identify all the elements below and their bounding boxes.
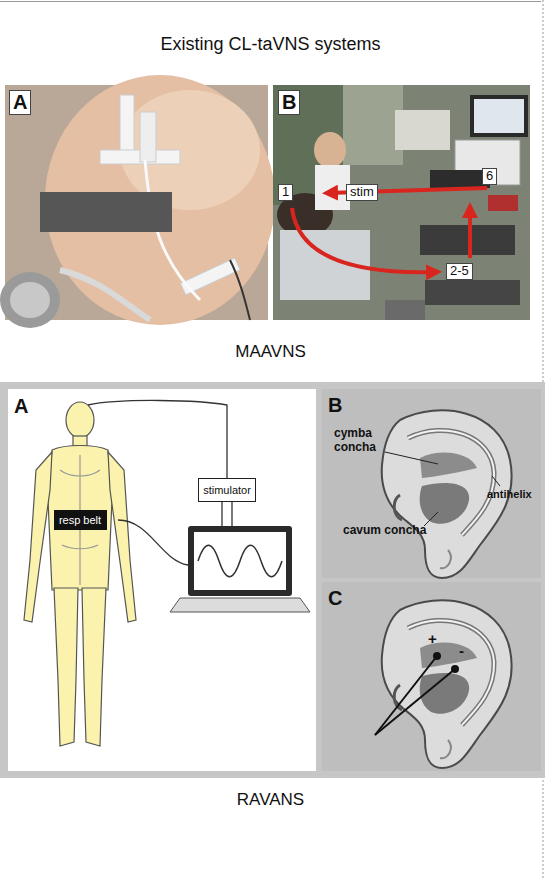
body-figure xyxy=(24,402,136,746)
body-figure-part xyxy=(60,470,100,476)
figure-caption: RAVANS xyxy=(0,790,541,810)
node-text: resp belt xyxy=(59,514,101,526)
infant-photo-part xyxy=(60,270,150,320)
callout-number: 6 xyxy=(482,168,497,185)
panel-letter: A xyxy=(14,395,28,418)
stimulator-box: stimulator xyxy=(198,478,256,502)
ravans-panel xyxy=(0,382,545,778)
ravans-panel-part xyxy=(8,389,316,771)
part-name: cavum concha xyxy=(343,524,426,538)
lab-photo xyxy=(273,85,530,320)
part-name: cymba concha xyxy=(334,427,382,455)
part-name: antihelix xyxy=(487,488,532,501)
ravans-panel-part xyxy=(322,389,541,578)
leader-lines xyxy=(385,452,500,526)
figure-caption: MAAVNS xyxy=(0,342,541,362)
electrodes-part xyxy=(433,652,441,660)
laptop-part xyxy=(194,532,286,590)
lab-photo-part xyxy=(468,208,472,258)
laptop xyxy=(170,526,310,612)
body-figure-part xyxy=(73,436,87,446)
wires-part xyxy=(221,502,222,526)
lab-photo-part xyxy=(470,95,528,137)
panel-letter: B xyxy=(328,394,342,417)
panel-letter: B xyxy=(278,90,300,115)
laptop-part xyxy=(170,598,310,612)
body-figure-part xyxy=(62,545,98,549)
laptop-part xyxy=(198,545,282,577)
infant-photo-part xyxy=(0,272,60,328)
lab-photo-part xyxy=(420,225,515,255)
electrodes xyxy=(375,652,459,735)
resp-belt-band: resp belt xyxy=(54,510,107,530)
infant-photo-part xyxy=(140,112,156,162)
lab-photo-part xyxy=(488,195,518,211)
body-figure-part xyxy=(24,452,52,622)
lab-photo-part xyxy=(385,300,425,320)
panel-letter: A xyxy=(9,90,31,115)
wires-part xyxy=(118,520,188,565)
infant-photo-part xyxy=(120,95,134,155)
callout-number: 2-5 xyxy=(446,263,473,280)
body-figure-part xyxy=(82,588,106,746)
lab-photo-part xyxy=(343,85,403,165)
electrodes-part xyxy=(375,669,455,735)
lab-photo-part xyxy=(314,132,346,168)
arrow-label: stim xyxy=(346,184,378,201)
infant-photo-part xyxy=(230,260,250,320)
wires-part xyxy=(231,502,232,526)
lab-photo-part xyxy=(430,170,490,188)
lab-photo-part xyxy=(273,85,530,320)
figure-title: Existing CL-taVNS systems xyxy=(0,34,541,55)
body-figure-part xyxy=(66,402,94,438)
lab-photo-part xyxy=(292,208,436,272)
infant-photo-part xyxy=(10,282,50,318)
polarity-sign: - xyxy=(459,642,464,659)
polarity-sign: + xyxy=(428,630,437,647)
electrodes-part xyxy=(451,665,459,673)
frame-lines-part xyxy=(0,1,541,2)
lab-photo-part xyxy=(395,110,450,150)
lab-photo-part xyxy=(474,99,524,133)
ravans-panel-part xyxy=(322,582,541,771)
lab-photo-part xyxy=(425,280,520,305)
node-text: stimulator xyxy=(203,484,251,496)
body-figure-part xyxy=(108,452,136,622)
body-figure-part xyxy=(54,588,78,746)
infant-photo xyxy=(0,75,275,328)
electrodes-part xyxy=(375,656,437,735)
infant-photo-part xyxy=(40,192,172,232)
body-figure-part xyxy=(48,446,112,591)
leader-lines-part xyxy=(492,476,500,486)
callout-number: 1 xyxy=(278,184,293,201)
ear-drawings-part xyxy=(382,600,512,768)
lab-photo-part xyxy=(315,165,350,210)
leader-lines-part xyxy=(385,452,438,464)
ravans-panel-part xyxy=(0,382,545,778)
wires-part xyxy=(88,400,227,478)
panel-letter: C xyxy=(328,587,342,610)
laptop-part xyxy=(188,526,292,596)
